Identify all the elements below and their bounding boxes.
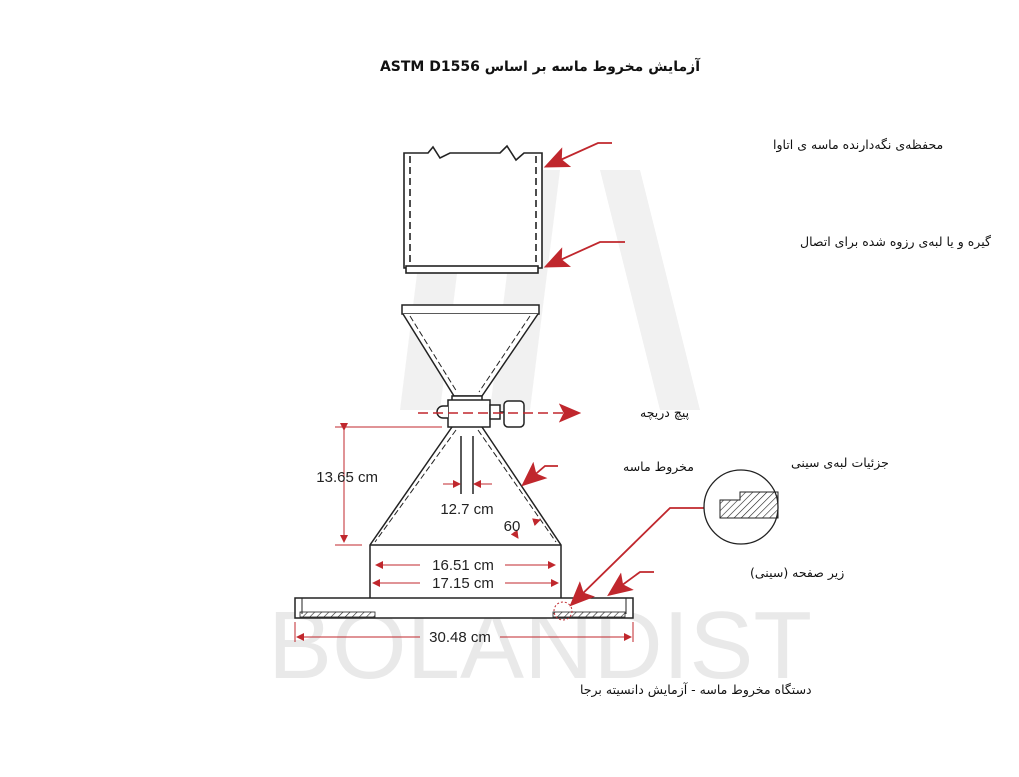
dim-outer-diameter: 17.15 cm <box>432 575 494 592</box>
dimension-lines <box>294 423 634 642</box>
dim-inner-diameter: 16.51 cm <box>432 557 494 574</box>
callout-arrows <box>521 142 706 607</box>
rim-detail-view <box>703 469 779 545</box>
caption: دستگاه مخروط ماسه - آزمایش دانسیته برجا <box>580 682 812 698</box>
dim-plate-width: 30.48 cm <box>429 629 491 646</box>
sand-cone <box>369 426 562 612</box>
dim-cone-angle: 60 <box>504 518 521 535</box>
rim-highlight <box>553 601 573 621</box>
jar-label: محفظه‌ی نگه‌دارنده ماسه ی اتاوا <box>773 137 943 153</box>
base-plate <box>294 597 634 619</box>
sand-jar <box>403 144 543 274</box>
thread-label: گیره و یا لبه‌ی رزوه شده برای اتصال <box>800 234 991 250</box>
rim-detail-label: جزئیات لبه‌ی سینی <box>791 455 889 471</box>
base-plate-label: زیر صفحه (سینی) <box>750 565 844 581</box>
diagram-title: آزمایش مخروط ماسه بر اساس ASTM D1556 <box>380 57 701 75</box>
dim-cone-height: 13.65 cm <box>316 469 378 486</box>
valve-label: پیچ دریچه <box>640 405 690 421</box>
dim-valve-opening: 12.7 cm <box>440 501 493 518</box>
cone-label: مخروط ماسه <box>623 459 694 475</box>
